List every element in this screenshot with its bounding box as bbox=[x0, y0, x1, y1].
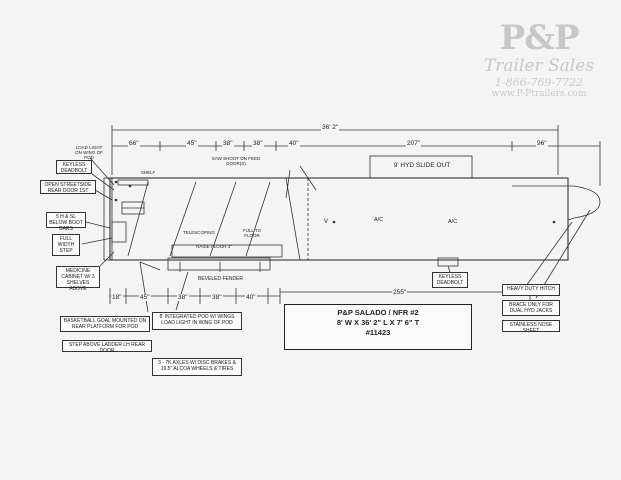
dim-38-bottom-b: 38" bbox=[211, 294, 223, 301]
dim-255: 255" bbox=[392, 289, 408, 296]
spec-model: P&P SALADO / NFR #2 bbox=[337, 308, 419, 317]
dealer-logo: P&P Trailer Sales 1-866-769-7722 www.P-P… bbox=[464, 4, 614, 134]
vent-label: V bbox=[324, 219, 329, 225]
basketball-goal-note: BASKETBALL GOAL MOUNTED ON REAR PLATFORM… bbox=[60, 316, 150, 332]
logo-brand: P&P bbox=[499, 18, 580, 58]
slide-out-label: 9' HYD SLIDE OUT bbox=[393, 162, 451, 169]
keyless-deadbolt-note: KEYLESS DEADBOLT bbox=[56, 160, 92, 174]
dim-18: 18" bbox=[111, 294, 123, 301]
brace-note: BRACE ONLY FOR DUAL HYD JACKS bbox=[502, 300, 560, 316]
dim-38-bottom-a: 38" bbox=[177, 294, 189, 301]
dim-45-top: 45" bbox=[186, 140, 198, 147]
beveled-fender-label: BEVELED FENDER bbox=[198, 276, 244, 282]
keyless-deadbolt-2-note: KEYLESS DEADBOLT bbox=[432, 272, 468, 288]
step-above-note: STEP ABOVE LADDER LH REAR DOOR bbox=[62, 340, 152, 354]
spec-size: 8' W X 36' 2" L X 7' 6" T bbox=[336, 318, 420, 327]
dim-207: 207" bbox=[406, 140, 422, 147]
spec-number: #11423 bbox=[365, 328, 391, 337]
shelf-label: SHELF bbox=[140, 170, 156, 175]
logo-phone: 1-866-769-7722 bbox=[494, 76, 584, 89]
dim-40-top: 40" bbox=[288, 140, 300, 147]
full-to-floor-label: FULL TO FLOOR bbox=[242, 228, 262, 238]
dim-66: 66" bbox=[128, 140, 140, 147]
logo-name: Trailer Sales bbox=[483, 56, 595, 76]
front-dimension: 96" bbox=[536, 140, 548, 147]
saw-shoot-note: SAW SHOOT ON FEED DOOR(S) bbox=[211, 156, 261, 166]
medicine-cabinet-note: MEDICINE CABINET W/ 3 SHELVES ABOVE bbox=[56, 266, 100, 292]
load-light-note: LOAD LIGHT ON WING OF POD bbox=[75, 145, 103, 160]
stainless-note: STAINLESS NOSE SHEET bbox=[502, 320, 560, 334]
integrated-pod-note: 8' INTEGRATED POD W/ WINGS LOAD LIGHT IN… bbox=[152, 312, 242, 330]
raise-floor-label: RAISE FLOOR 4" bbox=[196, 244, 232, 249]
dim-38-top-b: 38" bbox=[252, 140, 264, 147]
logo-url: www.P-Ptrailers.com bbox=[491, 89, 587, 99]
axles-note: 3 - 7K AXLES W/ DISC BRAKES & 19.5" ALCO… bbox=[152, 358, 242, 376]
ac-label-1: A/C bbox=[374, 217, 384, 223]
dim-45-bottom: 45" bbox=[139, 294, 151, 301]
dim-38-top-a: 38" bbox=[222, 140, 234, 147]
overall-length: 36' 2" bbox=[321, 124, 340, 131]
heavy-duty-hitch-note: HEAVY DUTY HITCH bbox=[502, 284, 560, 296]
sh-sl-note: 5 H & SL BELOW BOOT BARS bbox=[46, 212, 86, 232]
open-streetside-note: OPEN STREETSIDE REAR DOOR 1ST bbox=[40, 180, 96, 194]
dim-40-bottom: 40" bbox=[245, 294, 257, 301]
full-width-step-note: FULL WIDTH STEP bbox=[52, 234, 80, 256]
ac-label-2: A/C bbox=[448, 219, 458, 225]
trailer-spec-box: P&P SALADO / NFR #2 8' W X 36' 2" L X 7'… bbox=[284, 304, 472, 350]
telescoping-label: TELESCOPING bbox=[182, 230, 215, 235]
